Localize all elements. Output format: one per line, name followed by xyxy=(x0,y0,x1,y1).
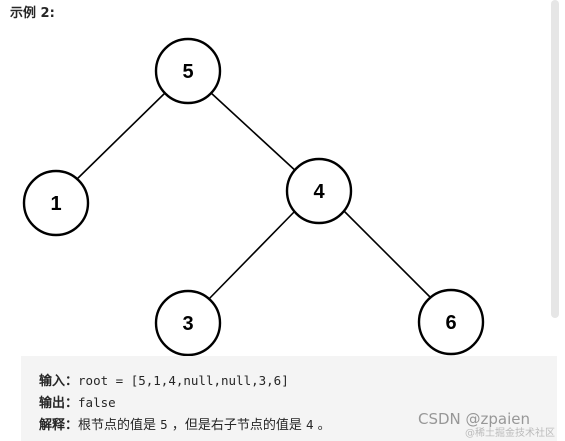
output-value: false xyxy=(78,395,116,410)
tree-node-6: 6 xyxy=(417,288,485,356)
example-title: 示例 2: xyxy=(10,6,55,21)
vertical-scrollbar[interactable] xyxy=(551,0,559,318)
explanation-text-part: ，但是右子节点的值是 xyxy=(167,418,306,433)
explanation-line: 解释：根节点的值是 5 ，但是右子节点的值是 4 。 xyxy=(39,414,331,433)
tree-node-label: 1 xyxy=(50,193,61,215)
tree-node-label: 5 xyxy=(182,61,193,83)
csdn-watermark: CSDN @zpaien xyxy=(418,410,531,428)
explanation-number: 5 xyxy=(160,417,168,432)
tree-node-label: 4 xyxy=(313,181,325,203)
tree-node-1: 1 xyxy=(22,169,90,237)
explanation-label: 解释： xyxy=(39,418,79,433)
explanation-number: 4 xyxy=(305,417,314,432)
input-label: 输入： xyxy=(39,374,79,389)
input-value: root = [5,1,4,null,null,3,6] xyxy=(78,373,289,388)
tree-node-3: 3 xyxy=(154,289,222,357)
edge-4-6 xyxy=(340,207,433,300)
edge-5-1 xyxy=(73,91,167,183)
explanation-text-part: 。 xyxy=(313,418,331,433)
tree-node-5: 5 xyxy=(154,37,222,105)
edge-4-3 xyxy=(205,209,297,303)
tree-node-label: 3 xyxy=(182,313,193,335)
juejin-watermark: @稀土掘金技术社区 xyxy=(465,428,555,439)
output-label: 输出： xyxy=(39,396,79,411)
edge-5-4 xyxy=(209,91,299,174)
output-line: 输出：false xyxy=(39,392,116,411)
tree-node-label: 6 xyxy=(445,312,456,334)
input-line: 输入：root = [5,1,4,null,null,3,6] xyxy=(39,370,289,389)
example-io-block: 输入：root = [5,1,4,null,null,3,6] 输出：false… xyxy=(21,356,557,441)
explanation-text-part: 根节点的值是 xyxy=(78,418,161,433)
tree-node-4: 4 xyxy=(285,157,353,225)
